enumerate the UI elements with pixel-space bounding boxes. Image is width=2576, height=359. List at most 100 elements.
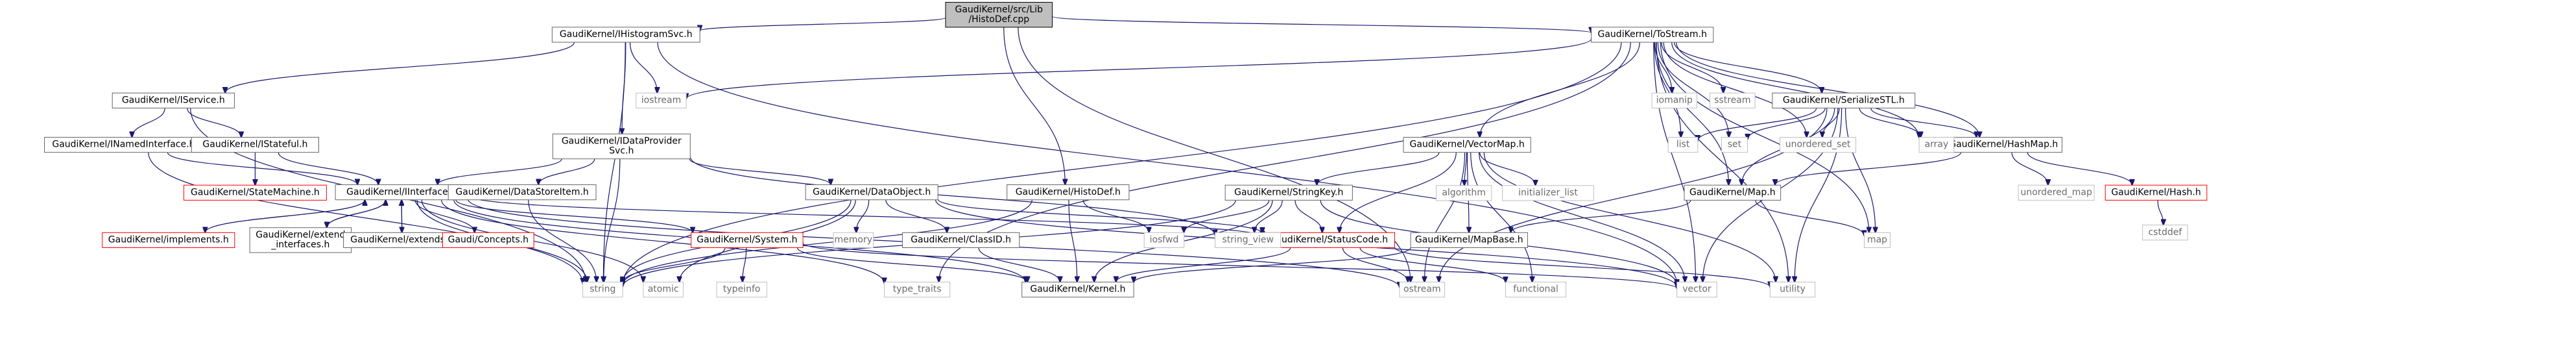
edge-serializestl-to-utility xyxy=(1795,108,1843,282)
node-algorithm: algorithm xyxy=(1435,185,1492,201)
node-dataobject[interactable]: GaudiKernel/DataObject.h xyxy=(805,184,938,201)
node-list: list xyxy=(1667,136,1699,153)
node-label: unordered_set xyxy=(1785,140,1851,150)
node-histodef[interactable]: GaudiKernel/HistoDef.h xyxy=(1007,184,1130,201)
node-system[interactable]: GaudiKernel/System.h xyxy=(691,232,804,248)
node-sstream: sstream xyxy=(1710,92,1756,108)
node-statuscode[interactable]: GaudiKernel/StatusCode.h xyxy=(1261,232,1395,248)
node-box xyxy=(551,27,700,43)
node-extendif[interactable]: GaudiKernel/extend_interfaces.h xyxy=(249,227,352,253)
node-box xyxy=(691,232,804,248)
node-label: GaudiKernel/implements.h xyxy=(108,235,229,245)
node-istateful[interactable]: GaudiKernel/IStateful.h xyxy=(191,136,319,153)
node-box xyxy=(1505,281,1567,298)
edge-tostream-to-set xyxy=(1657,42,1728,137)
node-hashmap[interactable]: GaudiKernel/HashMap.h xyxy=(1944,136,2062,153)
node-label: GaudiKernel/IDataProvider xyxy=(562,136,682,147)
node-iservice[interactable]: GaudiKernel/IService.h xyxy=(112,92,235,108)
edge-hash-to-cstddef xyxy=(2157,200,2164,225)
node-box xyxy=(1021,281,1134,298)
node-box xyxy=(1667,136,1699,153)
edge-vectormap-to-ostream xyxy=(1424,152,1466,282)
edge-tostream-to-utility xyxy=(1656,42,1788,282)
node-label: GaudiKernel/Hash.h xyxy=(2111,187,2200,197)
node-box xyxy=(112,92,235,108)
node-kernel[interactable]: GaudiKernel/Kernel.h xyxy=(1021,281,1134,298)
node-datastoreitem[interactable]: GaudiKernel/DataStoreItem.h xyxy=(447,184,597,201)
node-box xyxy=(582,281,623,298)
node-box xyxy=(1007,184,1130,201)
edge-iservice-to-inamed xyxy=(132,108,165,137)
node-label: unordered_map xyxy=(2020,187,2092,197)
node-serializestl[interactable]: GaudiKernel/SerializeSTL.h xyxy=(1772,92,1916,108)
node-box xyxy=(1224,184,1353,201)
edge-iinterface-to-concepts xyxy=(414,199,475,233)
edge-vectormap-to-functional xyxy=(1470,152,1532,282)
edge-statuscode-to-utility xyxy=(1394,247,1770,288)
node-mapbase[interactable]: GaudiKernel/MapBase.h xyxy=(1410,232,1528,248)
node-box xyxy=(552,133,691,160)
node-tostream[interactable]: GaudiKernel/ToStream.h xyxy=(1591,27,1714,43)
node-memory: memory xyxy=(833,232,874,248)
node-typeinfo: typeinfo xyxy=(716,281,767,298)
edge-root-to-tostream xyxy=(1051,16,1591,32)
node-label: GaudiKernel/SerializeSTL.h xyxy=(1783,95,1905,105)
node-iomanip: iomanip xyxy=(1651,92,1698,108)
node-implements[interactable]: GaudiKernel/implements.h xyxy=(102,232,235,248)
node-label: GaudiKernel/DataStoreItem.h xyxy=(455,187,588,197)
node-box xyxy=(1684,184,1782,201)
edge-vectormap-to-utility xyxy=(1483,152,1776,282)
node-label: GaudiKernel/ClassID.h xyxy=(911,235,1011,245)
node-box xyxy=(1780,136,1857,153)
node-vector: vector xyxy=(1676,281,1717,298)
node-box xyxy=(102,232,235,248)
node-label: GaudiKernel/extend xyxy=(256,230,345,240)
edge-hashmap-to-hash xyxy=(2027,152,2132,186)
node-inamed[interactable]: GaudiKernel/INamedInterface.h xyxy=(44,136,203,153)
edge-hashmap-to-unordered-map xyxy=(2011,152,2048,186)
node-label: utility xyxy=(1780,284,1806,295)
node-string-view: string_view xyxy=(1215,232,1282,248)
node-array: array xyxy=(1918,136,1955,153)
node-label: _interfaces.h xyxy=(270,240,329,250)
node-box xyxy=(1676,281,1717,298)
node-hash[interactable]: GaudiKernel/Hash.h xyxy=(2105,184,2208,201)
node-root[interactable]: GaudiKernel/src/Lib/HistoDef.cpp xyxy=(945,2,1053,28)
node-box xyxy=(901,232,1020,248)
node-set: set xyxy=(1721,136,1748,153)
node-type-traits: type_traits xyxy=(884,281,951,298)
node-label: GaudiKernel/VectorMap.h xyxy=(1410,140,1525,150)
node-label: string_view xyxy=(1222,235,1273,245)
node-atomic: atomic xyxy=(643,281,684,298)
node-label: string xyxy=(590,284,615,295)
node-label: GaudiKernel/StateMachine.h xyxy=(191,187,320,197)
node-classid[interactable]: GaudiKernel/ClassID.h xyxy=(901,232,1020,248)
edge-tostream-to-hashmap xyxy=(1676,42,1979,137)
edge-implements-to-iinterface xyxy=(204,200,364,233)
node-label: set xyxy=(1728,140,1742,150)
node-box xyxy=(884,281,951,298)
edge-idataprov-to-string-view xyxy=(689,156,1215,235)
node-label: GaudiKernel/ToStream.h xyxy=(1598,29,1708,40)
edge-ihistsvc-to-vector xyxy=(657,42,1677,285)
edge-serializestl-to-list xyxy=(1698,108,1817,140)
edge-serializestl-to-set xyxy=(1747,108,1826,140)
edge-root-to-ihistsvc xyxy=(700,17,946,31)
node-concepts[interactable]: Gaudi/Concepts.h xyxy=(442,232,534,248)
edge-dataobject-to-classid xyxy=(885,199,947,233)
node-vectormap[interactable]: GaudiKernel/VectorMap.h xyxy=(1403,136,1531,153)
node-extends[interactable]: GaudiKernel/extends.h xyxy=(343,232,461,248)
node-label: GaudiKernel/src/Lib xyxy=(955,5,1043,15)
node-statemachine[interactable]: GaudiKernel/StateMachine.h xyxy=(183,184,327,201)
node-stringkey[interactable]: GaudiKernel/StringKey.h xyxy=(1224,184,1353,201)
edge-system-to-typeinfo xyxy=(743,247,747,282)
node-cstddef: cstddef xyxy=(2142,225,2188,241)
edge-system-to-kernel xyxy=(796,247,1028,282)
edge-vectormap-to-stringkey xyxy=(1317,152,1440,186)
node-ihistsvc[interactable]: GaudiKernel/IHistogramSvc.h xyxy=(551,27,700,43)
node-gkmap[interactable]: GaudiKernel/Map.h xyxy=(1684,184,1782,201)
node-iinterface[interactable]: GaudiKernel/IInterface.h xyxy=(335,184,468,201)
edge-hashmap-to-gkmap xyxy=(1775,152,1962,186)
